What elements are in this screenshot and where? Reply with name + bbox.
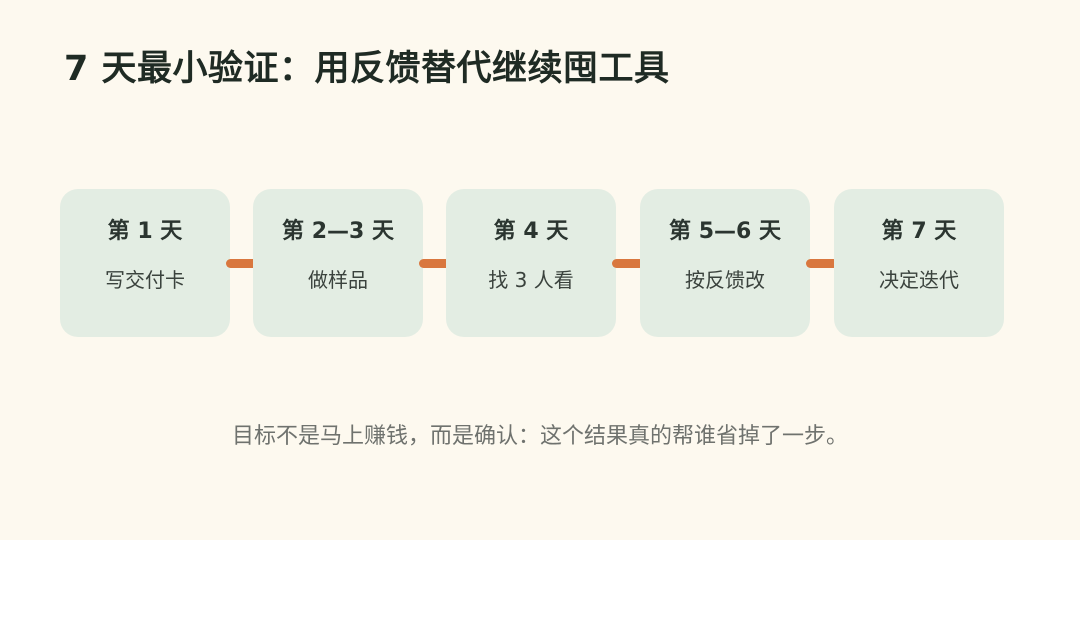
step-card-day-4: 第 4 天 找 3 人看 [446,189,616,337]
goal-statement: 目标不是马上赚钱，而是确认：这个结果真的帮谁省掉了一步。 [231,424,848,449]
step-task-label: 找 3 人看 [488,268,574,292]
step-task-label: 写交付卡 [105,268,185,292]
step-task-label: 决定迭代 [879,268,959,292]
step-day-label: 第 5—6 天 [669,219,781,244]
slide-title: 7 天最小验证：用反馈替代继续囤工具 [64,49,670,89]
step-day-label: 第 1 天 [107,219,183,244]
timeline-connector [419,259,451,268]
timeline-connector [226,259,258,268]
step-card-day-1: 第 1 天 写交付卡 [60,189,230,337]
step-day-label: 第 2—3 天 [282,219,394,244]
step-day-label: 第 7 天 [881,219,957,244]
step-day-label: 第 4 天 [493,219,569,244]
timeline-connector [806,259,838,268]
step-card-day-7: 第 7 天 决定迭代 [834,189,1004,337]
step-card-day-2-3: 第 2—3 天 做样品 [253,189,423,337]
step-card-day-5-6: 第 5—6 天 按反馈改 [640,189,810,337]
step-task-label: 做样品 [308,268,368,292]
step-task-label: 按反馈改 [685,268,765,292]
timeline-connector [612,259,644,268]
slide: 7 天最小验证：用反馈替代继续囤工具 第 1 天 写交付卡 第 2—3 天 做样… [0,0,1080,540]
timeline: 第 1 天 写交付卡 第 2—3 天 做样品 第 4 天 找 3 人看 第 5—… [60,189,1004,337]
